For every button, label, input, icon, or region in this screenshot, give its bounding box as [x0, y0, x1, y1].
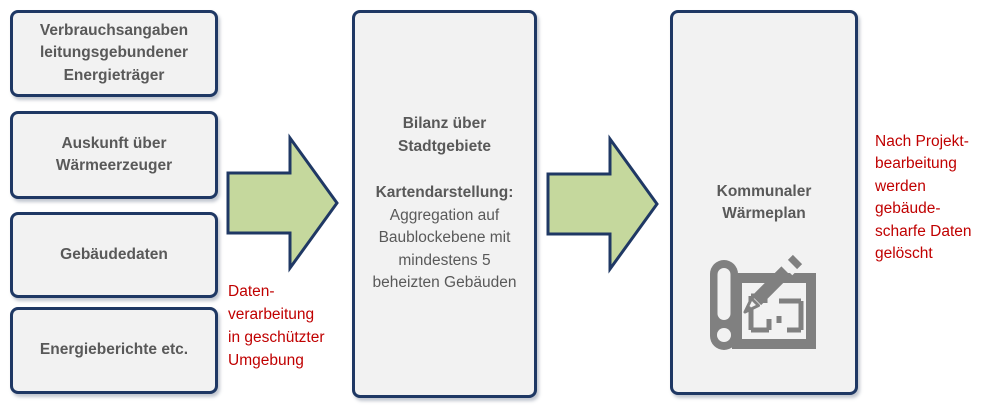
- input-box-energieberichte: Energieberichte etc.: [10, 307, 218, 394]
- input-box-label: Verbrauchsangaben leitungsgebundener Ene…: [39, 21, 189, 84]
- input-box-label: Gebäudedaten: [60, 245, 168, 263]
- note-line: gebäude-: [875, 200, 941, 218]
- right-arrow-shape: [226, 133, 339, 273]
- process-box-bilanz: Bilanz über Stadtgebiete Kartendarstellu…: [352, 10, 537, 398]
- note-line: verarbeitung: [228, 306, 315, 323]
- process-body: Aggregation auf Baublockebene mit mindes…: [372, 206, 517, 292]
- output-title: Kommunaler Wärmeplan: [716, 183, 812, 223]
- output-box-kommunaler-waermeplan: Kommunaler Wärmeplan: [670, 10, 858, 395]
- note-line: Nach Projekt-: [875, 133, 969, 150]
- process-title: Bilanz über Stadtgebiete: [397, 115, 491, 155]
- note-line: Umgebung: [228, 352, 304, 369]
- right-arrow-icon: [226, 133, 339, 273]
- note-line: scharfe Daten: [875, 222, 972, 240]
- note-line: werden: [875, 177, 926, 195]
- note-data-processing: Daten- verarbeitung in geschützter Umgeb…: [228, 280, 325, 372]
- input-box-gebaeudedaten: Gebäudedaten: [10, 212, 218, 298]
- note-data-deletion: Nach Projekt- bearbeitung werden gebäude…: [875, 131, 972, 265]
- process-subtitle: Kartendarstellung:: [375, 184, 514, 202]
- blueprint-pencil-icon: [710, 254, 816, 350]
- input-box-auskunft-waermeerzeuger: Auskunft über Wärmeerzeuger: [10, 111, 218, 199]
- note-line: bearbeitung: [875, 155, 957, 173]
- input-box-label: Auskunft über Wärmeerzeuger: [55, 134, 173, 174]
- input-box-label: Energieberichte etc.: [39, 341, 189, 359]
- note-line: gelöscht: [875, 245, 933, 263]
- input-box-verbrauchsangaben: Verbrauchsangaben leitungsgebundener Ene…: [10, 10, 218, 97]
- right-arrow-icon: [546, 134, 659, 274]
- note-line: Daten-: [228, 283, 275, 300]
- note-line: in geschützter: [228, 329, 325, 346]
- right-arrow-shape: [546, 134, 659, 274]
